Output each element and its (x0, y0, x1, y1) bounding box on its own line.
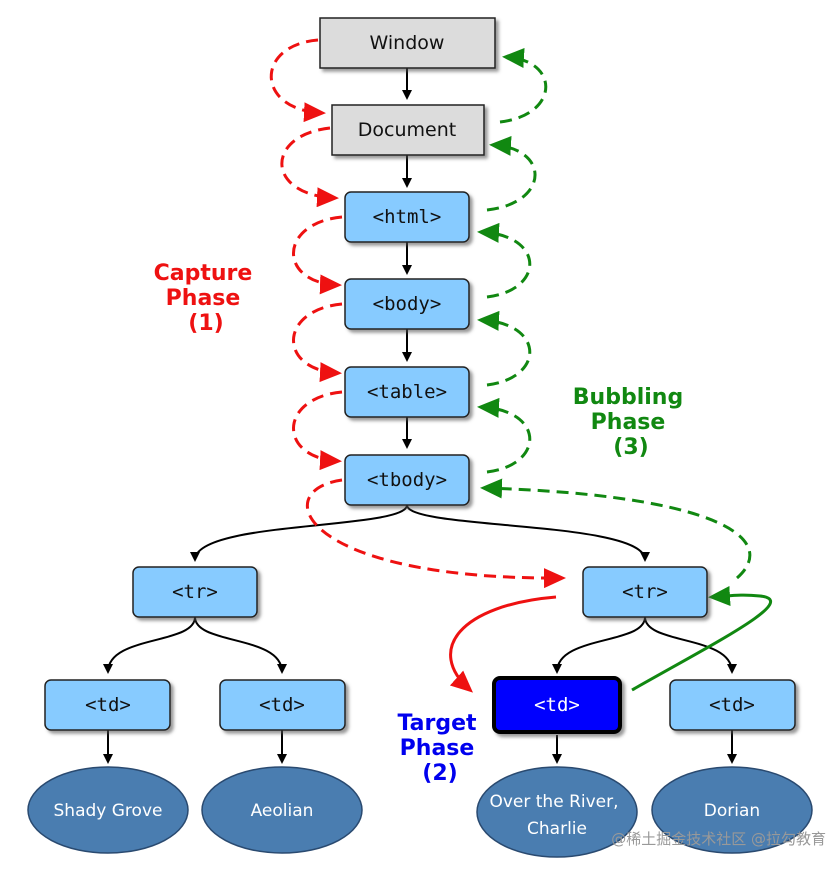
node-body-label: <body> (373, 293, 442, 315)
bubbling-phase-line1: Bubbling (573, 385, 683, 410)
node-td-2: <td> (219, 679, 346, 731)
leaf-over-the-river: Over the River, Charlie (476, 766, 638, 858)
node-document: Document (331, 104, 485, 156)
node-tbody-label: <tbody> (367, 469, 447, 491)
leaf-shady-grove-label: Shady Grove (54, 801, 163, 821)
node-body: <body> (344, 278, 470, 330)
node-html: <html> (344, 191, 470, 243)
capture-arrows (269, 38, 566, 693)
leaf-shady-grove: Shady Grove (27, 766, 189, 854)
node-tr-right-label: <tr> (622, 581, 668, 603)
node-tr-left-label: <tr> (172, 581, 218, 603)
node-td-4: <td> (669, 679, 796, 731)
leaf-aeolian-label: Aeolian (251, 801, 314, 821)
capture-phase-label: Capture Phase (1) (154, 261, 253, 336)
node-table-label: <table> (367, 381, 447, 403)
capture-phase-line2: Phase (166, 286, 241, 311)
capture-phase-line3: (1) (188, 311, 223, 336)
node-html-label: <html> (373, 206, 442, 228)
node-tr-right: <tr> (582, 566, 708, 618)
capture-phase-line1: Capture (154, 261, 253, 286)
leaf-aeolian: Aeolian (201, 766, 363, 854)
node-td-4-label: <td> (709, 694, 755, 716)
leaf-over-the-river-line2: Charlie (527, 819, 587, 839)
bubbling-arrows (477, 48, 773, 692)
target-phase-line2: Phase (400, 736, 475, 761)
node-td-1-label: <td> (85, 694, 131, 716)
node-td-2-label: <td> (259, 694, 305, 716)
leaf-over-the-river-line1: Over the River, (489, 792, 618, 812)
leaf-dorian-label: Dorian (704, 801, 760, 821)
tree-edges (103, 68, 737, 764)
node-document-label: Document (358, 119, 456, 141)
bubbling-phase-line2: Phase (591, 410, 666, 435)
node-td-1: <td> (44, 679, 171, 731)
node-td-target: <td> (492, 676, 622, 734)
target-phase-line3: (2) (422, 761, 457, 786)
target-phase-label: Target Phase (2) (397, 711, 477, 786)
node-td-target-label: <td> (534, 694, 580, 716)
bubbling-phase-line3: (3) (613, 435, 648, 460)
watermark: @稀土掘金技术社区 @拉勾教育 (611, 830, 826, 848)
node-window-label: Window (370, 32, 445, 54)
node-tbody: <tbody> (344, 454, 470, 506)
node-tr-left: <tr> (132, 566, 258, 618)
bubbling-phase-label: Bubbling Phase (3) (573, 385, 683, 460)
target-phase-line1: Target (397, 711, 477, 736)
leaf-dorian: Dorian (651, 766, 813, 854)
node-table: <table> (344, 366, 470, 418)
node-window: Window (319, 17, 496, 69)
